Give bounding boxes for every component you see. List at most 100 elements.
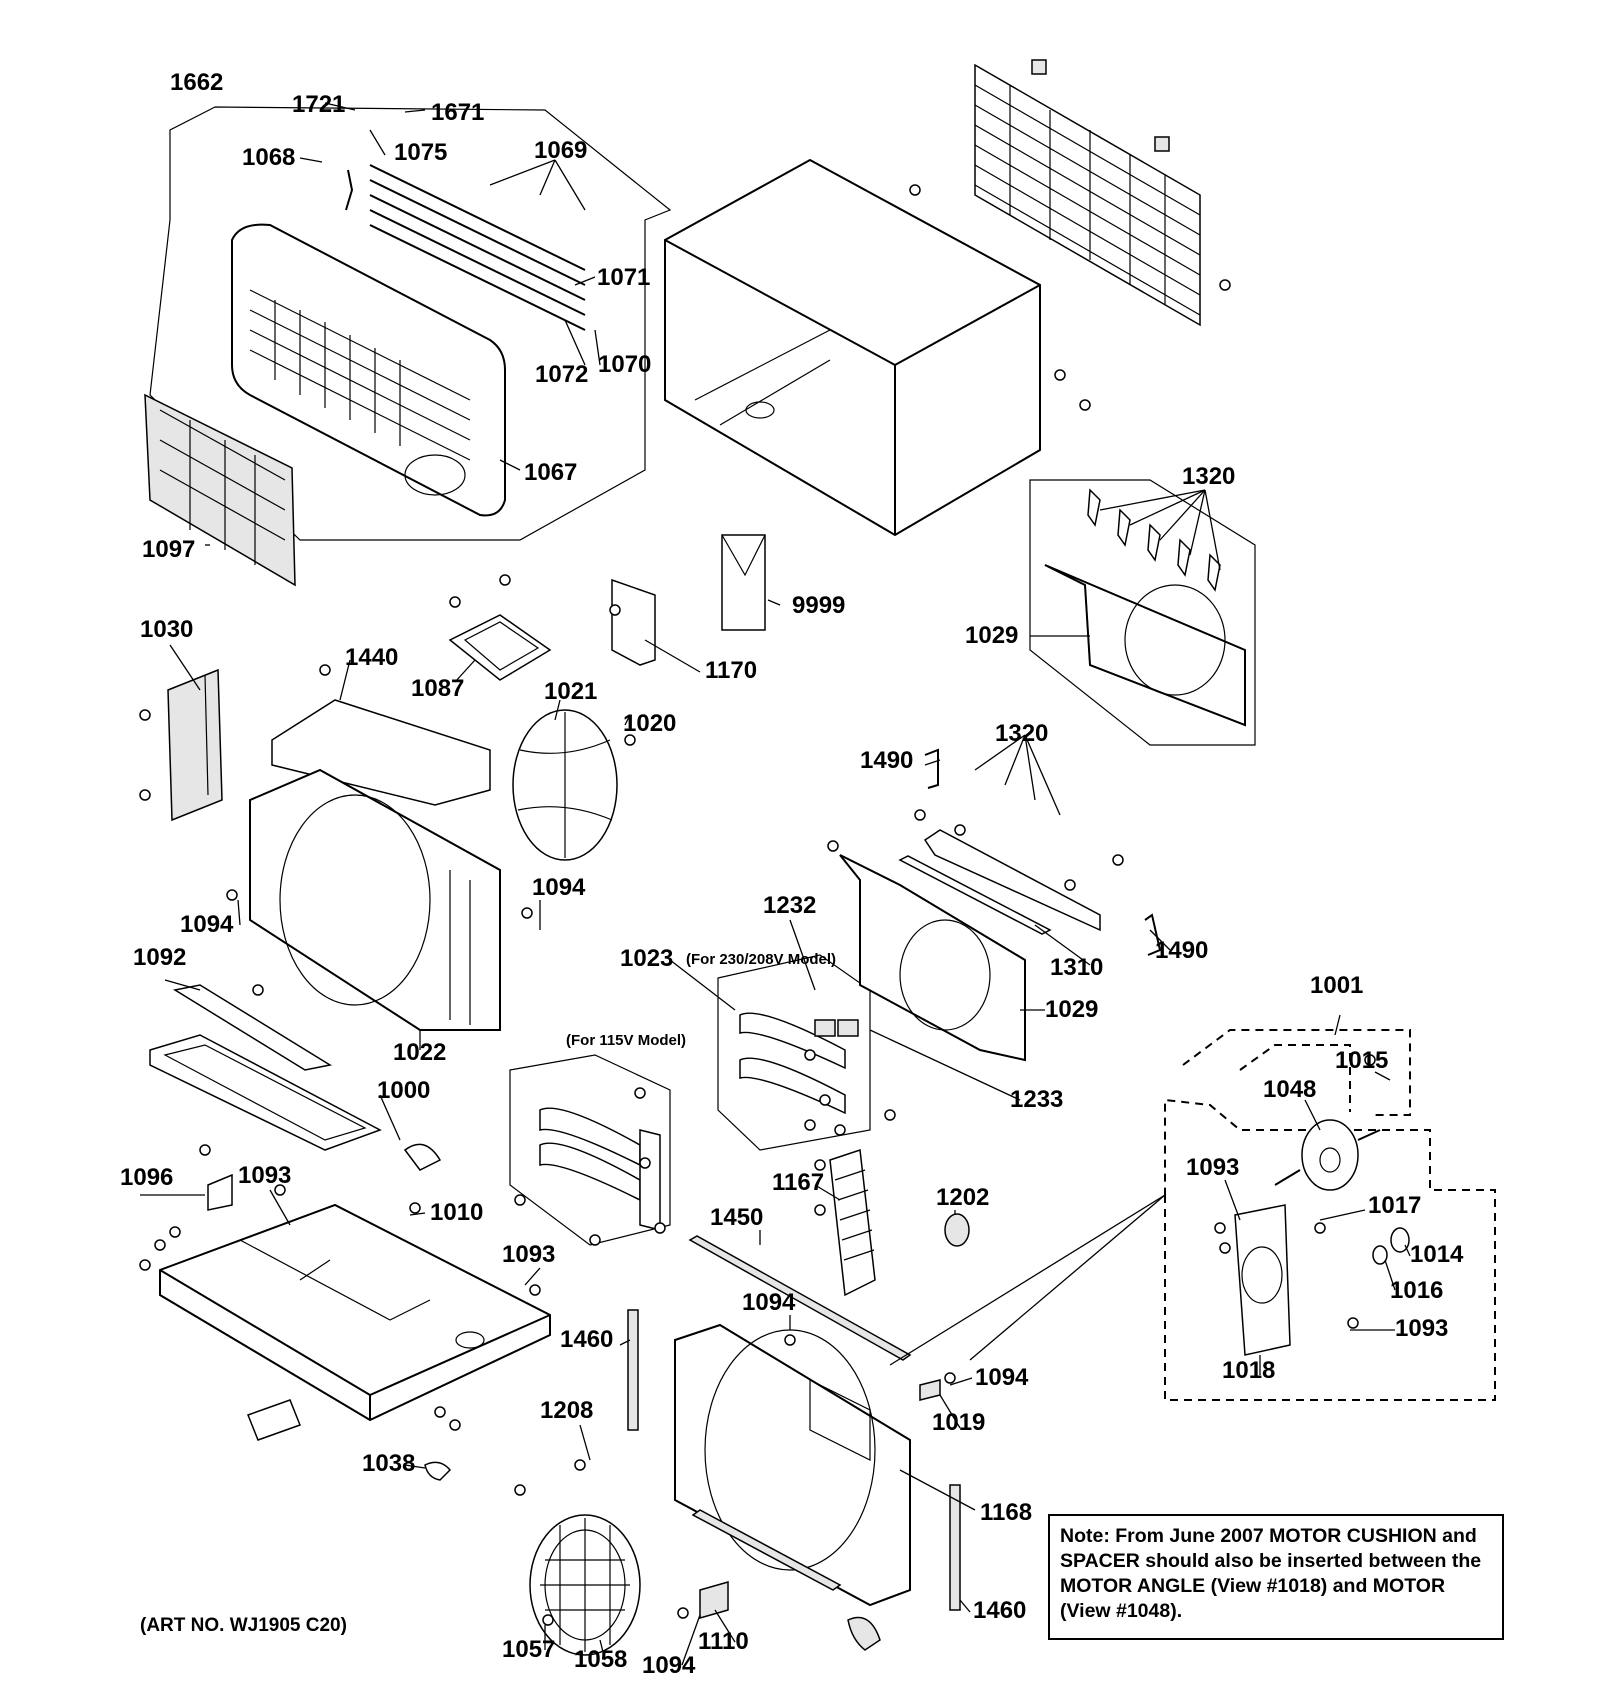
leader-line bbox=[554, 699, 561, 721]
label-1075: 1075 bbox=[394, 139, 447, 166]
leader-line bbox=[1384, 1259, 1396, 1291]
screw bbox=[1314, 1222, 1326, 1234]
heater-115v bbox=[509, 1054, 671, 1246]
label-1087: 1087 bbox=[411, 675, 464, 702]
leader-line bbox=[379, 1094, 401, 1141]
spacer-1014 bbox=[1372, 1227, 1410, 1265]
motor-angle-1018 bbox=[1234, 1204, 1291, 1356]
barrier-1440 bbox=[271, 699, 491, 806]
label-1208: 1208 bbox=[540, 1397, 593, 1424]
leader-line bbox=[524, 1267, 541, 1286]
instruction-envelope bbox=[721, 534, 766, 631]
label-1093-pan: 1093 bbox=[238, 1162, 291, 1189]
leader-line bbox=[624, 714, 631, 726]
leader-line bbox=[969, 1194, 1166, 1361]
leader-line bbox=[169, 644, 201, 691]
screw bbox=[677, 1607, 689, 1619]
leader-line bbox=[1099, 489, 1206, 511]
leader-line bbox=[369, 129, 386, 156]
leader-line bbox=[299, 157, 323, 163]
leader-line bbox=[574, 276, 596, 286]
label-1096: 1096 bbox=[120, 1164, 173, 1191]
label-1038: 1038 bbox=[362, 1450, 415, 1477]
label-1094-shroud: 1094 bbox=[532, 874, 586, 901]
label-1015: 1015 bbox=[1335, 1047, 1388, 1074]
bracket-1087 bbox=[448, 614, 552, 681]
cabinet-wrapper bbox=[664, 158, 1041, 537]
brace-1030 bbox=[167, 668, 223, 822]
leader-line bbox=[554, 159, 586, 211]
clip-1038 bbox=[247, 1399, 452, 1481]
leader-line bbox=[1304, 1099, 1321, 1131]
screw bbox=[634, 1087, 646, 1099]
screw bbox=[909, 184, 921, 196]
label-1092: 1092 bbox=[133, 944, 186, 971]
leader-line bbox=[1224, 1179, 1241, 1221]
leader-line bbox=[714, 1609, 736, 1643]
label-1029-upper: 1029 bbox=[965, 622, 1018, 649]
label-1067: 1067 bbox=[524, 459, 577, 486]
label-1021: 1021 bbox=[544, 678, 597, 705]
leader-line bbox=[939, 1394, 961, 1429]
label-1233: 1233 bbox=[1010, 1086, 1063, 1113]
label-1168: 1168 bbox=[980, 1499, 1032, 1526]
screw bbox=[1054, 369, 1066, 381]
leader-line bbox=[789, 919, 816, 991]
label-1097: 1097 bbox=[142, 536, 195, 563]
label-1069: 1069 bbox=[534, 137, 587, 164]
label-115v-model: (For 115V Model) bbox=[566, 1032, 686, 1049]
screw bbox=[514, 1194, 526, 1206]
screw bbox=[139, 709, 151, 721]
screws bbox=[139, 184, 1376, 1626]
screw bbox=[449, 596, 461, 608]
leader-line bbox=[899, 1469, 976, 1511]
leader-line bbox=[619, 1339, 631, 1346]
label-1071: 1071 bbox=[597, 264, 650, 291]
knob-1202 bbox=[944, 1213, 970, 1247]
screw bbox=[954, 824, 966, 836]
label-1320-lower: 1320 bbox=[995, 720, 1048, 747]
label-1016: 1016 bbox=[1390, 1277, 1443, 1304]
bracket-1490 bbox=[924, 748, 1162, 956]
label-1001: 1001 bbox=[1310, 972, 1363, 999]
screw bbox=[1219, 1242, 1231, 1254]
label-1460-right: 1460 bbox=[973, 1597, 1026, 1624]
leader-line bbox=[594, 329, 601, 366]
leader-line bbox=[949, 1377, 973, 1386]
heater-230v bbox=[717, 954, 871, 1151]
note-line-4: (View #1048). bbox=[1060, 1600, 1183, 1622]
label-1029-lower: 1029 bbox=[1045, 996, 1098, 1023]
front-panel-assembly bbox=[149, 106, 672, 541]
screw bbox=[624, 734, 636, 746]
screw bbox=[1112, 854, 1124, 866]
screw bbox=[914, 809, 926, 821]
label-1058: 1058 bbox=[574, 1646, 627, 1673]
leader-line bbox=[644, 639, 701, 673]
seal-1092 bbox=[172, 984, 333, 1071]
screw bbox=[639, 1157, 651, 1169]
label-230v-model: (For 230/208V Model) bbox=[686, 951, 836, 968]
label-1057: 1057 bbox=[502, 1636, 555, 1663]
label-1093-base: 1093 bbox=[502, 1241, 555, 1268]
leader-line bbox=[1024, 734, 1036, 801]
screw bbox=[434, 1406, 446, 1418]
screw bbox=[409, 1202, 421, 1214]
leader-line bbox=[924, 759, 941, 766]
leader-line bbox=[869, 1029, 1021, 1101]
label-1094-scroll: 1094 bbox=[742, 1289, 796, 1316]
screw bbox=[154, 1239, 166, 1251]
screw bbox=[139, 1259, 151, 1271]
leader-line bbox=[1374, 1071, 1391, 1081]
screw bbox=[514, 1484, 526, 1496]
screw bbox=[804, 1049, 816, 1061]
screw bbox=[521, 907, 533, 919]
screw bbox=[199, 1144, 211, 1156]
art-number: (ART NO. WJ1905 C20) bbox=[140, 1615, 347, 1636]
screw bbox=[609, 604, 621, 616]
bracket-1168 bbox=[847, 1616, 881, 1651]
label-1023: 1023 bbox=[620, 945, 673, 972]
label-1014: 1014 bbox=[1410, 1241, 1464, 1268]
screw bbox=[784, 1334, 796, 1346]
